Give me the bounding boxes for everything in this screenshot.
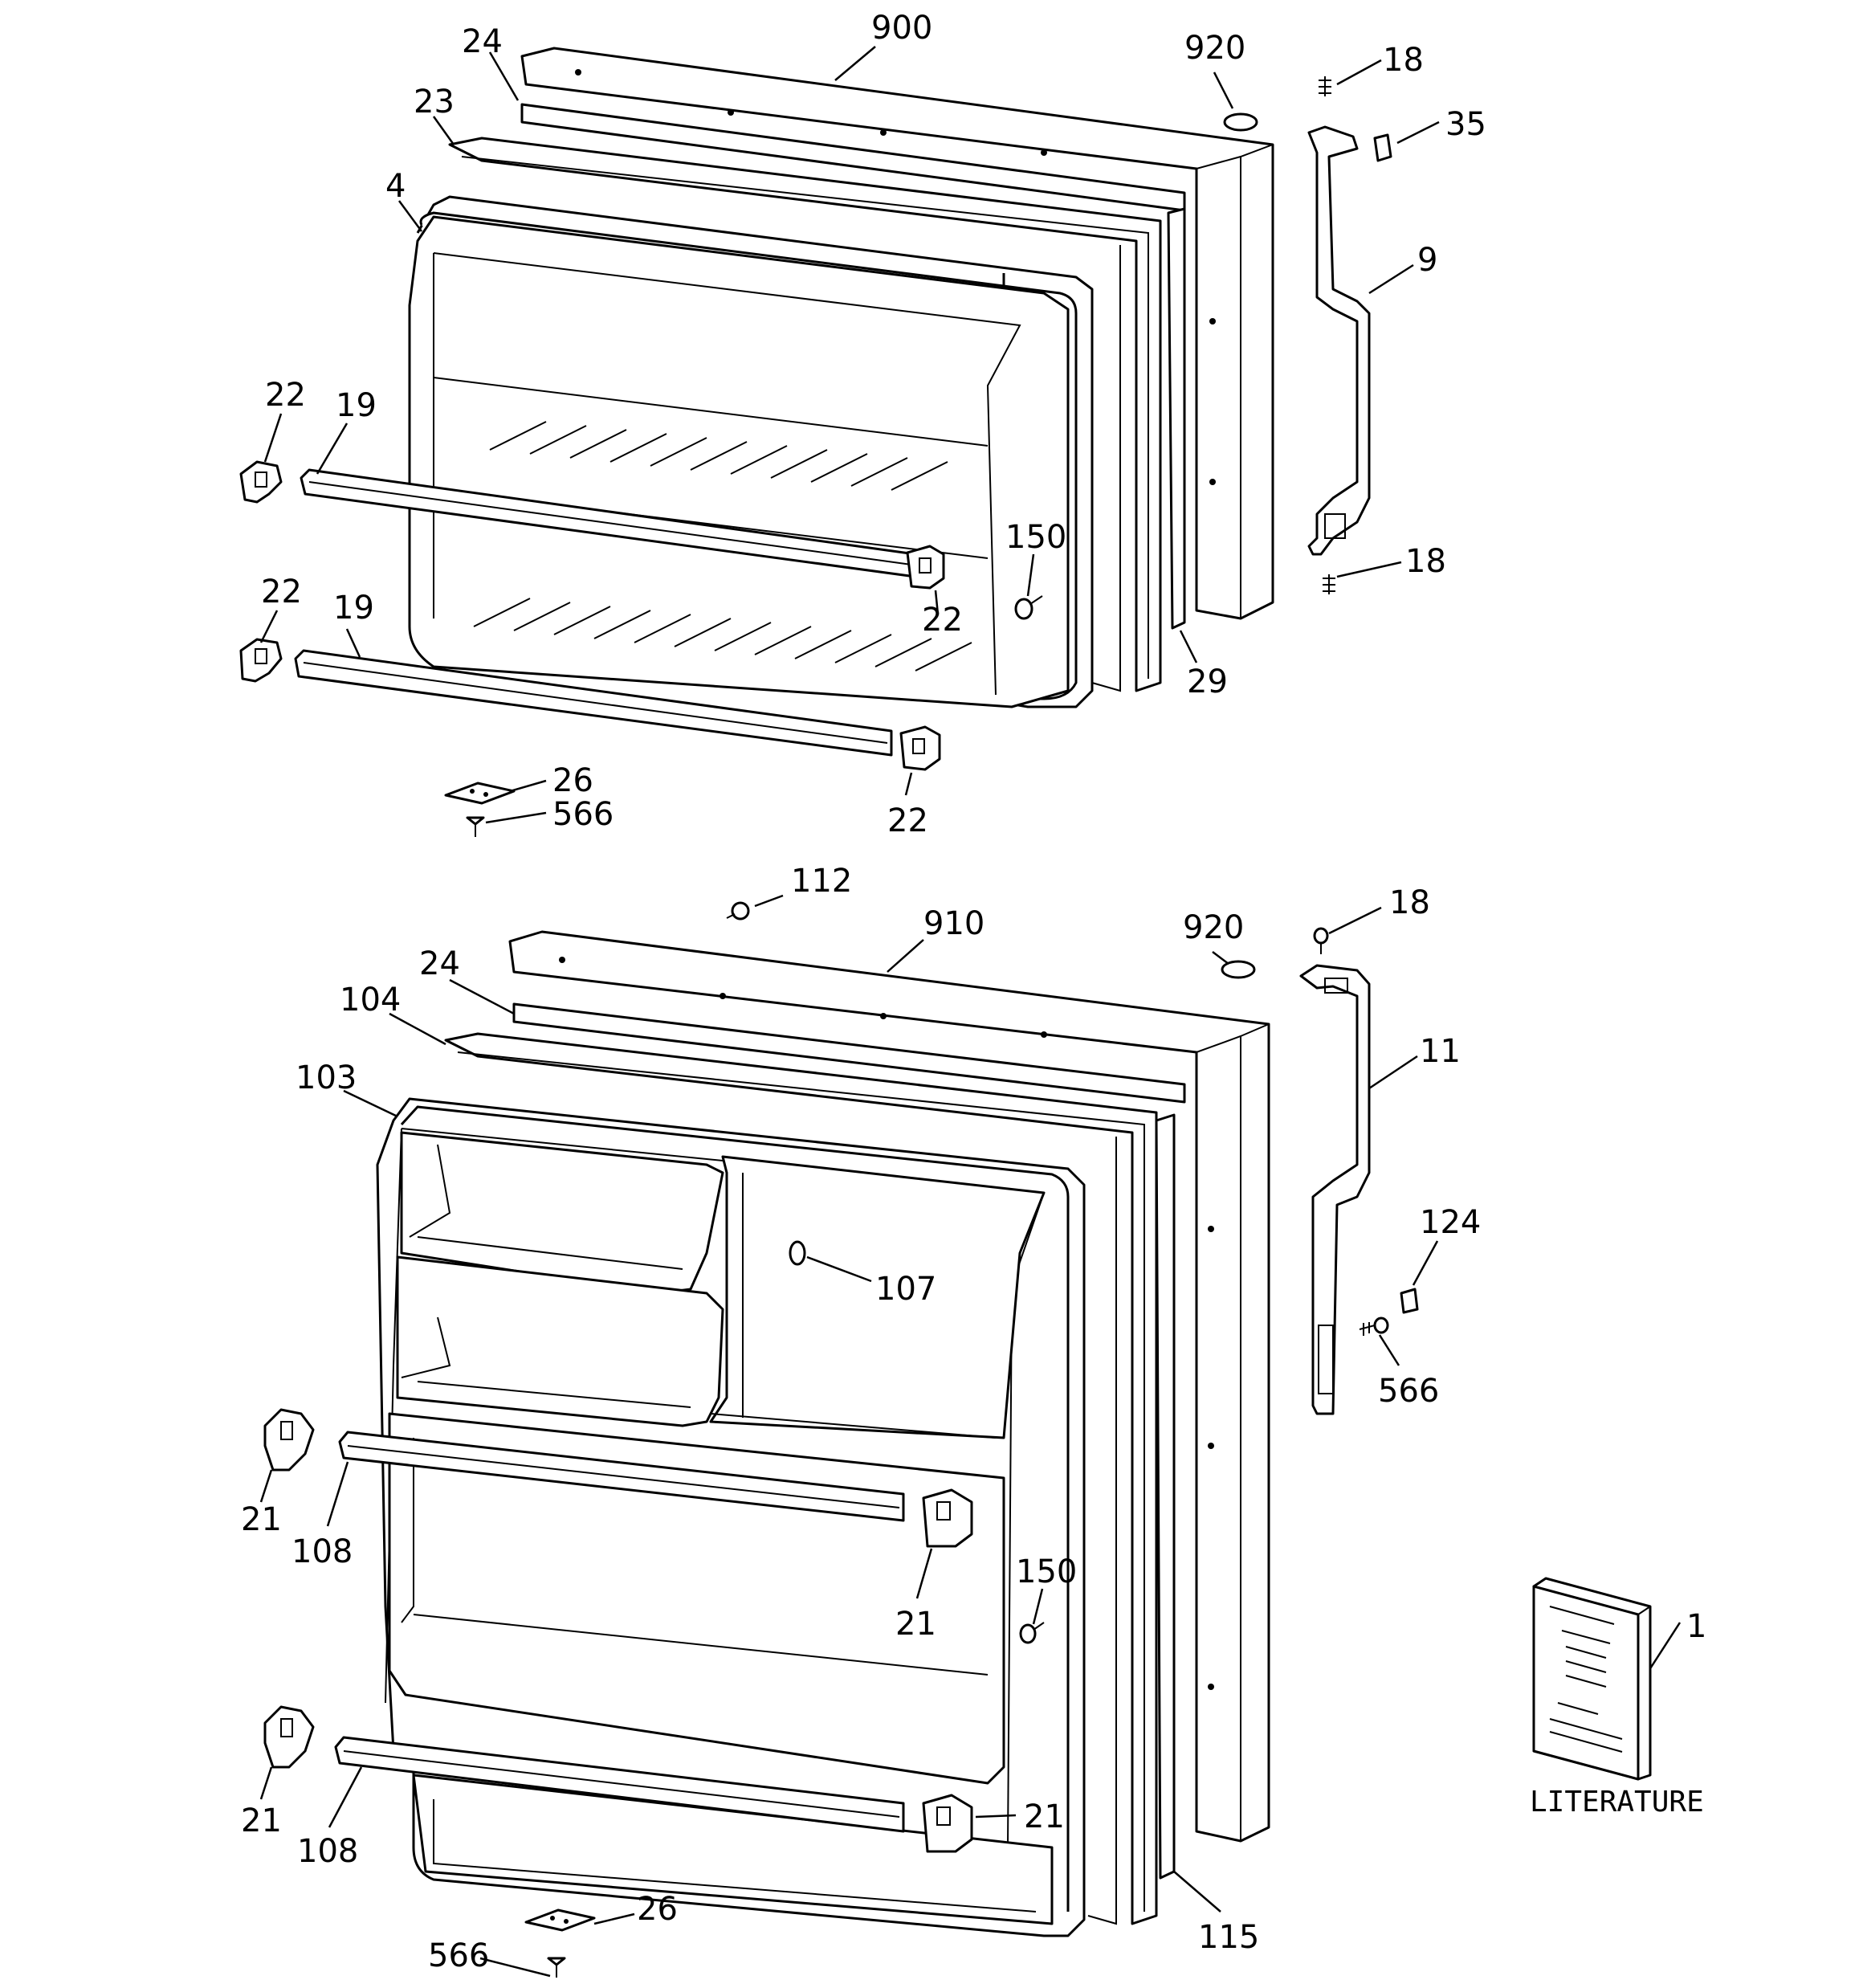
- upper-shelf-ribs: [489, 421, 948, 491]
- part-900-freezer-door-panel: [520, 47, 1274, 620]
- callout-103: 103: [296, 1059, 357, 1096]
- part-107-plug: [789, 1240, 806, 1266]
- part-18-screw-lower: [1313, 927, 1329, 954]
- part-566-screw-lower: [547, 1957, 566, 1978]
- callout-21: 21: [241, 1802, 282, 1839]
- callout-22: 22: [265, 377, 306, 414]
- callout-26: 26: [637, 1891, 678, 1928]
- callout-112: 112: [791, 863, 852, 900]
- part-910-fresh-food-door-panel: [508, 930, 1270, 1843]
- callout-11: 11: [1420, 1033, 1461, 1070]
- callout-29: 29: [1187, 663, 1228, 700]
- part-19-shelf-bar-lower: [294, 649, 893, 757]
- part-566-screw-hinge: [1359, 1316, 1389, 1336]
- part-108-shelf-bar-lower: [334, 1736, 905, 1833]
- literature-label: LITERATURE: [1530, 1786, 1704, 1819]
- callout-150: 150: [1005, 519, 1066, 556]
- callout-35: 35: [1445, 106, 1486, 143]
- callout-566: 566: [1378, 1373, 1439, 1410]
- callout-107: 107: [875, 1271, 936, 1308]
- callout-124: 124: [1420, 1204, 1481, 1241]
- callout-21: 21: [895, 1606, 936, 1643]
- fresh-food-door-assembly: 112 910 920 18 24 104 103 11 107 124 566…: [241, 863, 1706, 1978]
- part-1-literature: LITERATURE: [1530, 1577, 1704, 1819]
- part-26-plate-lower: [524, 1908, 596, 1932]
- literature-text-lines: [1549, 1606, 1623, 1753]
- part-108-shelf-bar-upper: [338, 1431, 905, 1522]
- callout-22: 22: [887, 802, 928, 839]
- part-24-breaker-strip-lower: [512, 1002, 1186, 1104]
- callout-19: 19: [336, 387, 377, 424]
- part-26-plate: [444, 782, 516, 805]
- callout-18: 18: [1383, 42, 1424, 79]
- freezer-door-assembly: 900 920 18 35 24 23 4 9 22 19 22 19 150 …: [239, 10, 1486, 839]
- part-112-screw: [726, 901, 750, 921]
- part-920-cap-lower: [1221, 960, 1256, 979]
- top-callout-labels: 900 920 18 35 24 23 4 9 22 19 22 19 150 …: [261, 10, 1486, 839]
- callout-21: 21: [1024, 1798, 1065, 1835]
- callout-104: 104: [340, 982, 401, 1018]
- part-23-door-gasket: [448, 137, 1162, 692]
- callout-566: 566: [428, 1937, 489, 1974]
- part-920-cap: [1223, 112, 1258, 132]
- part-566-screw: [466, 816, 485, 837]
- part-21-endcap-upper-right: [922, 1488, 973, 1548]
- lower-shelf-ribs: [473, 598, 972, 672]
- callout-566: 566: [552, 796, 614, 833]
- part-18-screw-top: [1319, 76, 1331, 96]
- part-18-screw-bottom: [1323, 574, 1335, 594]
- callout-18: 18: [1405, 543, 1446, 580]
- callout-9: 9: [1417, 242, 1437, 279]
- bottom-callout-labels: 112 910 920 18 24 104 103 11 107 124 566…: [241, 863, 1706, 1974]
- part-103-fresh-food-door-liner: [376, 1097, 1086, 1937]
- part-22-endcap-lower-left: [239, 638, 283, 683]
- callout-150: 150: [1016, 1553, 1077, 1590]
- top-leader-lines: [259, 46, 1440, 824]
- bottom-leader-lines: [259, 894, 1682, 1978]
- part-124-plug: [1400, 1288, 1419, 1314]
- callout-19: 19: [333, 590, 374, 627]
- part-22-endcap-lower-right: [899, 725, 941, 771]
- part-21-endcap-lower-left: [263, 1705, 315, 1769]
- callout-108: 108: [297, 1833, 358, 1870]
- callout-23: 23: [414, 84, 455, 120]
- part-9-hinge-arm: [1307, 125, 1371, 556]
- callout-21: 21: [241, 1501, 282, 1538]
- right-dairy-compartment: [709, 1155, 1046, 1439]
- upper-left-bin: [400, 1131, 724, 1295]
- callout-910: 910: [923, 905, 984, 942]
- callout-22: 22: [261, 574, 302, 610]
- part-115-side-strip: [1155, 1113, 1176, 1880]
- part-11-hinge-arm: [1299, 964, 1371, 1415]
- callout-108: 108: [291, 1533, 353, 1570]
- callout-1: 1: [1686, 1608, 1706, 1645]
- part-21-endcap-lower-right: [922, 1794, 973, 1853]
- callout-26: 26: [552, 762, 593, 799]
- part-4-freezer-door-liner: [408, 195, 1094, 708]
- callout-920: 920: [1183, 909, 1244, 946]
- callout-4: 4: [385, 168, 406, 205]
- callout-22: 22: [922, 602, 963, 639]
- callout-24: 24: [462, 23, 503, 60]
- callout-24: 24: [419, 945, 460, 982]
- callout-920: 920: [1184, 30, 1245, 67]
- part-21-endcap-upper-left: [263, 1408, 315, 1472]
- part-22-endcap-upper-right: [906, 545, 945, 590]
- part-150-screw: [1014, 595, 1043, 620]
- callout-900: 900: [871, 10, 932, 47]
- part-22-endcap-upper-left: [239, 460, 283, 504]
- part-35-plug: [1373, 133, 1392, 162]
- middle-left-bin: [396, 1255, 724, 1427]
- part-150-screw-lower: [1019, 1622, 1045, 1644]
- callout-18: 18: [1389, 884, 1430, 921]
- part-104-door-gasket: [444, 1032, 1158, 1925]
- part-29-side-strip: [1167, 207, 1186, 630]
- callout-115: 115: [1198, 1919, 1259, 1956]
